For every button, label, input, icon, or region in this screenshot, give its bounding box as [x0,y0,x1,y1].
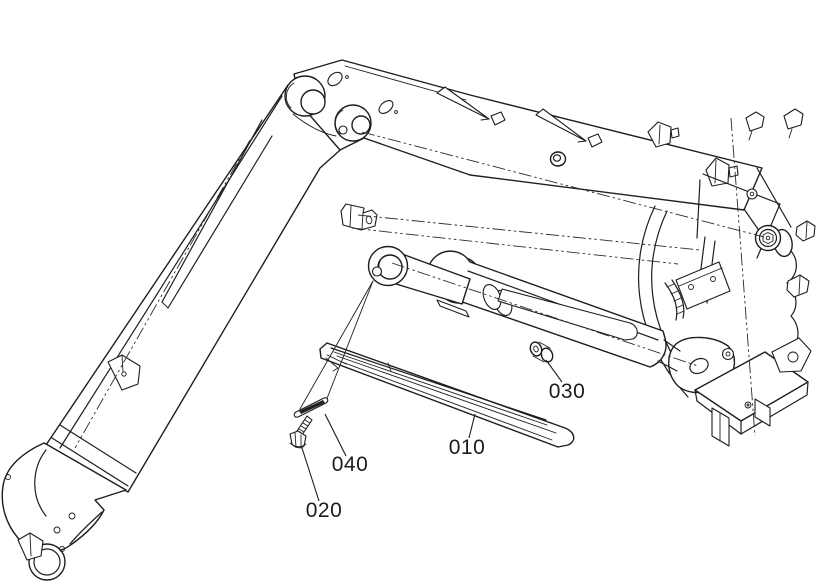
part-callout-040[interactable]: 040 [332,453,369,476]
part-callout-020[interactable]: 020 [306,499,343,522]
part-callout-030[interactable]: 030 [549,380,586,403]
boom-section-drawing [284,59,763,231]
leader-line-040 [324,413,347,457]
leader-line-030 [545,359,563,383]
leader-line-020 [301,447,320,502]
bolt-part-020-drawing [289,415,313,449]
swing-bracket-drawing [637,108,816,447]
boom-arm-drawing [1,84,349,581]
fastener-alignment-lines [299,280,374,410]
collar-part-030-drawing [529,341,554,363]
part-callout-010[interactable]: 010 [449,436,486,459]
axis-chain-lines [74,117,765,449]
leader-line-010 [468,413,476,439]
boom-cylinder-drawing [367,245,681,372]
plate-part-040-drawing [293,397,329,418]
band-strip-part-010-drawing [319,342,575,448]
